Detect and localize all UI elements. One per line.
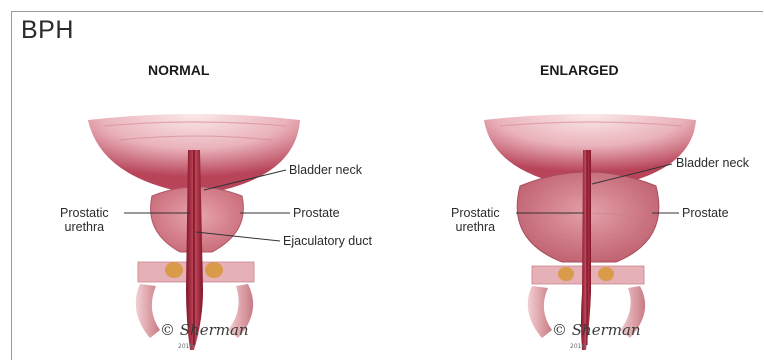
svg-text:© Sherman: © Sherman bbox=[160, 321, 249, 339]
enlarged-prostatic-urethra-label: Prostatic urethra bbox=[451, 206, 500, 234]
normal-ejaculatory-duct-label: Ejaculatory duct bbox=[283, 234, 372, 248]
normal-prostatic-urethra-label: Prostatic urethra bbox=[60, 206, 109, 234]
enlarged-prostatic-urethra-line2: urethra bbox=[451, 220, 500, 234]
svg-text:© Sherman: © Sherman bbox=[552, 321, 641, 339]
enlarged-bladder-neck-label: Bladder neck bbox=[676, 156, 749, 170]
enlarged-prostatic-urethra-line1: Prostatic bbox=[451, 206, 500, 220]
svg-text:2018: 2018 bbox=[178, 343, 193, 350]
enlarged-anatomy: © Sherman 2018 bbox=[484, 114, 696, 350]
normal-anatomy: © Sherman 2018 bbox=[88, 114, 300, 350]
enlarged-prostate-label: Prostate bbox=[682, 206, 729, 220]
normal-prostatic-urethra-line1: Prostatic bbox=[60, 206, 109, 220]
svg-text:2018: 2018 bbox=[570, 343, 585, 350]
normal-bladder-neck-label: Bladder neck bbox=[289, 163, 362, 177]
normal-prostate-label: Prostate bbox=[293, 206, 340, 220]
normal-prostatic-urethra-line2: urethra bbox=[60, 220, 109, 234]
